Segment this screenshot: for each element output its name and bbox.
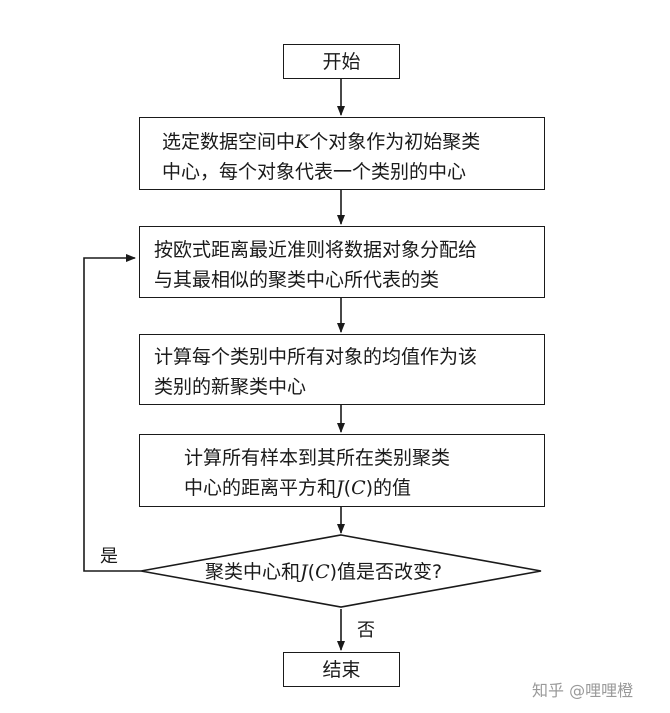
step1-text-a: 选定数据空间中 — [162, 131, 296, 153]
step4-text-a: 中心的距离平方和 — [184, 477, 337, 499]
no-label: 否 — [357, 620, 375, 641]
start-label: 开始 — [322, 50, 361, 73]
step1-k-symbol: K — [295, 131, 310, 153]
step4-line1: 计算所有样本到其所在类别聚类 — [184, 447, 451, 469]
step2-box: 按欧式距离最近准则将数据对象分配给 与其最相似的聚类中心所代表的类 — [139, 226, 545, 298]
step4-text-b: )的值 — [365, 477, 412, 499]
yes-label: 是 — [100, 546, 118, 567]
step2-line1: 按欧式距离最近准则将数据对象分配给 — [154, 239, 478, 261]
step3-box: 计算每个类别中所有对象的均值作为该 类别的新聚类中心 — [139, 334, 545, 405]
decision-text-a: 聚类中心和 — [205, 561, 301, 583]
decision-paren-open: ( — [307, 561, 316, 583]
end-label: 结束 — [322, 658, 361, 681]
step4-paren-open: ( — [343, 477, 352, 499]
end-box: 结束 — [283, 652, 400, 687]
start-box: 开始 — [283, 44, 400, 79]
step1-box: 选定数据空间中K个对象作为初始聚类 中心，每个对象代表一个类别的中心 — [139, 117, 545, 190]
arrow-loop-back-yes — [83, 254, 141, 572]
step4-box: 计算所有样本到其所在类别聚类 中心的距离平方和J(C)的值 — [139, 434, 545, 507]
step4-j-symbol: J — [336, 477, 344, 499]
decision-text-b: )值是否改变? — [329, 561, 443, 583]
decision-c-symbol: C — [315, 561, 330, 583]
step1-line1: 选定数据空间中K个对象作为初始聚类 — [162, 127, 544, 157]
step3-line2: 类别的新聚类中心 — [154, 376, 307, 398]
step4-line2: 中心的距离平方和J(C)的值 — [184, 473, 544, 503]
step4-c-symbol: C — [351, 477, 366, 499]
step1-text-b: 个对象作为初始聚类 — [309, 131, 481, 153]
decision-label: 聚类中心和J(C)值是否改变? — [205, 557, 442, 584]
step3-line1: 计算每个类别中所有对象的均值作为该 — [154, 346, 478, 368]
step1-line2: 中心，每个对象代表一个类别的中心 — [162, 161, 467, 183]
step2-line2: 与其最相似的聚类中心所代表的类 — [154, 269, 440, 291]
watermark: 知乎 @哩哩橙 — [532, 681, 634, 700]
decision-diamond — [140, 534, 542, 608]
decision-j-symbol: J — [300, 561, 308, 583]
